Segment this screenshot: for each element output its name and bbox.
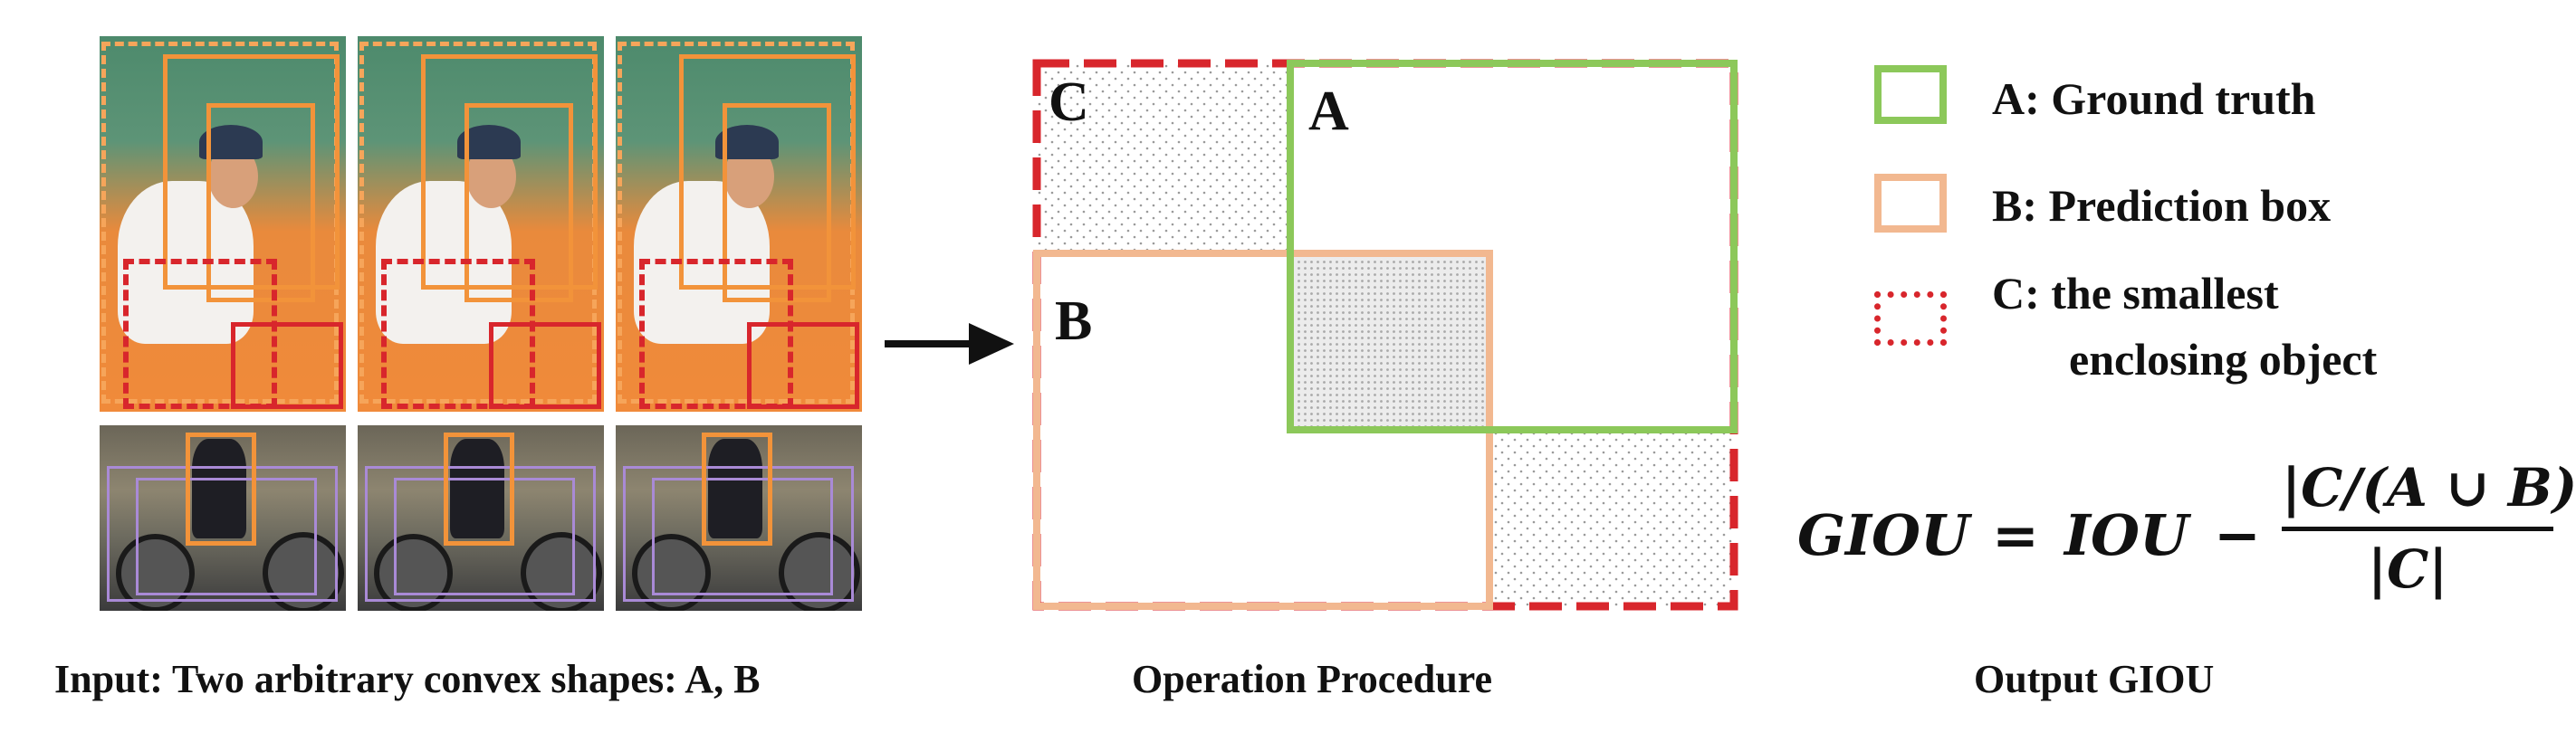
tennis-photo-1: [100, 36, 346, 412]
legend-swatch-prediction: [1874, 174, 1947, 233]
label-c: C: [1049, 71, 1089, 133]
motorcycle-photo-1: [100, 425, 346, 611]
legend-text-ground-truth: A: Ground truth: [1992, 73, 2316, 124]
caption-operation: Operation Procedure: [1132, 657, 1492, 701]
formula-denominator: |C|: [2368, 538, 2448, 600]
formula-iou: IOU: [2064, 502, 2189, 568]
process-arrow: [885, 323, 1014, 365]
motorcycle-photo-2: [358, 425, 604, 611]
tennis-photo-3: [616, 36, 862, 412]
operation-diagram: [1032, 59, 1738, 611]
motorcycle-photo-3: [616, 425, 862, 611]
box-a-ground-truth: [1287, 60, 1738, 433]
legend-text-enclosing-line2: enclosing object: [2069, 334, 2378, 385]
intersection-region: [1290, 253, 1489, 430]
formula-minus: −: [2214, 502, 2261, 568]
formula-fraction-bar: [2282, 527, 2553, 531]
caption-input: Input: Two arbitrary convex shapes: A, B: [54, 657, 761, 701]
label-b: B: [1055, 290, 1093, 352]
caption-output: Output GIOU: [1974, 657, 2215, 701]
tennis-photo-2: [358, 36, 604, 412]
formula-numerator: |C/(A ∪ B)|: [2282, 457, 2576, 518]
legend-swatch-enclosing: [1874, 291, 1947, 346]
formula-lhs: GIOU: [1797, 502, 1970, 568]
legend-swatch-ground-truth: [1874, 65, 1947, 124]
legend-text-enclosing-line1: C: the smallest: [1992, 268, 2279, 319]
formula-equals: =: [1992, 502, 2039, 568]
label-a: A: [1308, 81, 1349, 142]
legend-text-prediction: B: Prediction box: [1992, 180, 2332, 231]
